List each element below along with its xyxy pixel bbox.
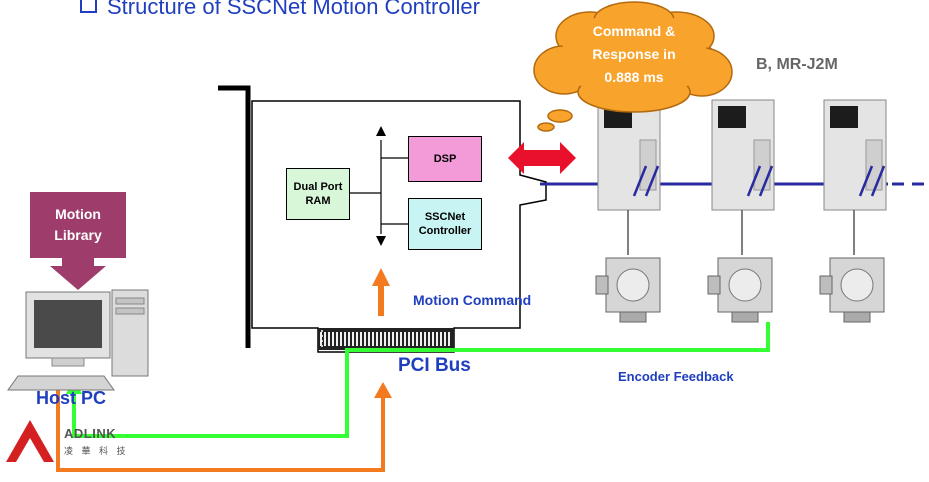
pci-card-outline: [251, 100, 547, 353]
encoder-feedback-line: [72, 322, 770, 438]
servo-amplifier-3: [823, 99, 887, 255]
dual-port-ram-line-1: Dual Port: [293, 181, 343, 193]
checkbox-bullet-icon: [80, 0, 97, 13]
host-pc-label: Host PC: [36, 388, 107, 408]
slide-title-text: Structure of SSCNet Motion Controller: [107, 0, 480, 19]
cloud-line-2: Response in: [592, 46, 676, 62]
motion-library-box: Motion Library: [30, 192, 126, 258]
motion-command-arrow-head: [372, 268, 390, 286]
motion-library-line-2: Library: [54, 227, 102, 243]
internal-bus-arrow-up: [376, 126, 386, 136]
servo-motor-1: [595, 257, 661, 323]
sscnet-controller-box: SSCNet Controller: [408, 198, 482, 250]
host-pc-illustration: [7, 289, 149, 391]
servo-motor-2: [707, 257, 773, 323]
dsp-box: DSP: [408, 136, 482, 182]
pci-command-line: [56, 380, 385, 472]
internal-bus-arrow-down: [376, 236, 386, 246]
motion-library-line-1: Motion: [55, 206, 101, 222]
motion-command-label: Motion Command: [413, 292, 532, 308]
dsp-label: DSP: [433, 153, 457, 165]
cloud-line-1: Command &: [592, 23, 676, 39]
dual-port-ram-line-2: RAM: [305, 195, 331, 207]
encoder-feedback-label: Encoder Feedback: [618, 369, 734, 384]
sscnet-controller-line-1: SSCNet: [424, 211, 466, 223]
servo-motor-3: [819, 257, 885, 323]
card-bracket: [218, 85, 251, 348]
adlink-logo-text: ADLINK: [64, 426, 117, 441]
red-double-arrow: [508, 142, 576, 174]
servo-model-label: B, MR-J2M: [756, 56, 838, 73]
sscnet-controller-line-2: Controller: [418, 225, 472, 237]
servo-amplifier-1: [597, 99, 661, 255]
cloud-text: Command & Response in 0.888 ms: [552, 20, 716, 89]
motion-command-arrow-shaft: [378, 282, 384, 316]
pci-command-arrow-head: [374, 382, 392, 398]
motion-library-arrow: [50, 258, 106, 290]
pci-bus-label: PCI Bus: [398, 355, 471, 376]
dual-port-ram-box: Dual Port RAM: [286, 168, 350, 220]
adlink-logo-subtext: 凌 華 科 技: [64, 446, 129, 456]
slide-title: Structure of SSCNet Motion Controller: [80, 0, 480, 20]
servo-amplifier-2: [711, 99, 775, 255]
cloud-line-3: 0.888 ms: [604, 69, 664, 85]
